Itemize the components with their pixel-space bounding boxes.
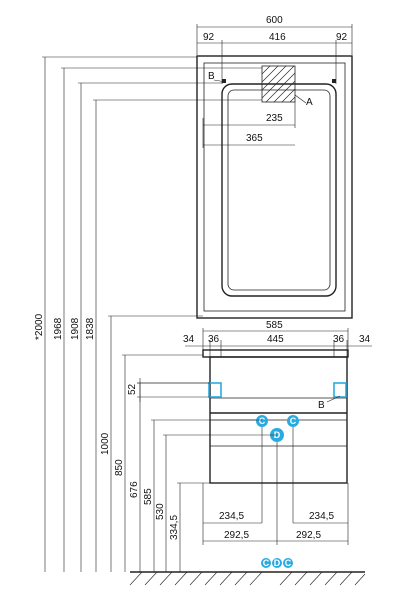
dim-h850: 850 xyxy=(114,459,125,476)
dim-edge-right: 34 xyxy=(359,334,371,345)
dim-h334: 334,5 xyxy=(169,515,180,540)
mirror-outer-frame xyxy=(196,55,353,319)
bracket-right xyxy=(333,382,347,398)
floor-hatching xyxy=(129,571,366,586)
mirror-glass-inner xyxy=(227,89,331,291)
dim-h1838: 1838 xyxy=(85,317,96,340)
svg-text:D: D xyxy=(274,558,281,568)
svg-text:C: C xyxy=(263,558,270,568)
dim-h530: 530 xyxy=(155,503,166,520)
mount-right xyxy=(332,79,336,83)
dim-h1908: 1908 xyxy=(70,317,81,340)
label-b-cabinet: B xyxy=(318,400,325,411)
lamp-leader xyxy=(294,94,307,104)
dim-h1000: 1000 xyxy=(100,432,111,455)
dim-h2000: *2000 xyxy=(34,313,45,340)
dim-cabinet-center: 445 xyxy=(267,334,284,345)
svg-text:C: C xyxy=(285,558,292,568)
mirror-group: A B xyxy=(196,55,353,319)
dim-lamp-width: 365 xyxy=(246,133,263,144)
cabinet-b-leader xyxy=(326,395,341,403)
cabinet-top xyxy=(202,349,349,358)
dim-lamp-offset: 235 xyxy=(266,113,283,124)
mirror-dimensions: 600 92 416 92 235 365 xyxy=(196,15,353,148)
svg-text:C: C xyxy=(259,416,266,426)
dim-h676: 676 xyxy=(129,481,140,498)
dim-h1968: 1968 xyxy=(53,317,64,340)
dim-bottom2-right: 292,5 xyxy=(296,530,321,541)
legend-c1: C xyxy=(261,558,271,568)
dim-drawer: 52 xyxy=(127,383,138,395)
legend-c2: C xyxy=(283,558,293,568)
dim-bottom2-left: 292,5 xyxy=(224,530,249,541)
mirror-inner-frame xyxy=(203,62,346,312)
marker-c-right: C xyxy=(287,415,299,427)
label-a: A xyxy=(306,97,313,108)
dim-edge-left: 34 xyxy=(183,334,195,345)
dim-inner-left: 36 xyxy=(208,334,220,345)
marker-d-label: D xyxy=(274,430,281,440)
dim-cabinet-width: 585 xyxy=(266,320,283,331)
dim-mirror-side-right: 92 xyxy=(336,32,348,43)
dim-mirror-side-left: 92 xyxy=(203,32,215,43)
dim-inner-right: 36 xyxy=(333,334,345,345)
floor: C D C xyxy=(129,558,366,586)
mount-left xyxy=(222,79,226,83)
svg-text:C: C xyxy=(290,416,297,426)
cabinet-group: B C C D xyxy=(202,349,349,545)
cabinet-dimensions: 585 34 36 445 36 34 52 234,5 234,5 292,5… xyxy=(127,320,372,545)
dim-h585: 585 xyxy=(143,488,154,505)
marker-c-left: C xyxy=(256,415,268,427)
bracket-left xyxy=(208,382,222,398)
dim-mirror-center: 416 xyxy=(269,32,286,43)
height-dimensions: *2000 1968 1908 1838 1000 850 676 585 53… xyxy=(34,56,277,572)
legend-d: D xyxy=(272,558,282,568)
dim-mirror-width: 600 xyxy=(266,15,283,26)
label-b-mirror: B xyxy=(208,71,215,82)
dim-bottom-right: 234,5 xyxy=(309,511,334,522)
dim-bottom-left: 234,5 xyxy=(219,511,244,522)
lamp-hatching xyxy=(261,65,296,103)
